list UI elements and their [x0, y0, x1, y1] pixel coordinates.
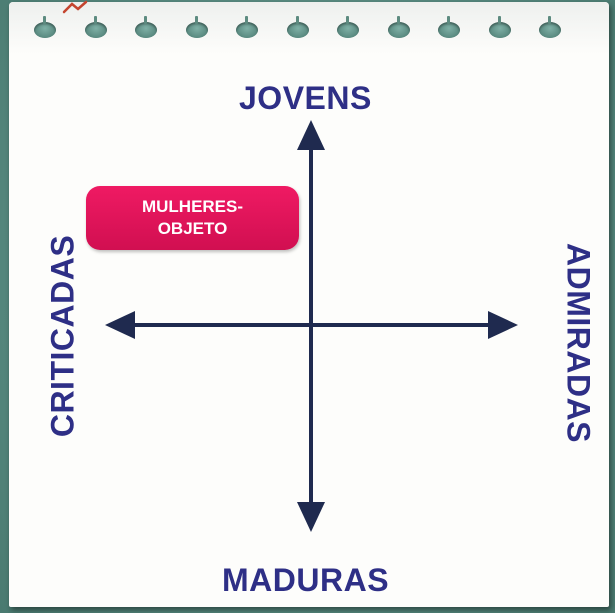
binder-hole — [488, 16, 511, 38]
binder-hole — [84, 16, 107, 38]
category-tag: MULHERES-OBJETO — [86, 186, 299, 250]
red-scribble-mark — [62, 0, 88, 14]
arrow-up-icon — [297, 120, 325, 150]
binder-hole — [438, 16, 460, 38]
binder-hole — [236, 16, 258, 38]
binder-hole — [34, 16, 56, 38]
binder-hole — [387, 16, 410, 38]
arrow-down-icon — [297, 502, 325, 532]
binder-hole — [337, 16, 359, 38]
category-tag-label: MULHERES-OBJETO — [141, 197, 244, 238]
arrow-left-icon — [105, 311, 135, 339]
axis-label-right: ADMIRADAS — [560, 242, 597, 444]
arrow-right-icon — [488, 311, 518, 339]
axis-label-left: CRITICADAS — [44, 234, 81, 438]
binder-hole — [135, 16, 157, 38]
binder-hole — [286, 16, 309, 38]
axis-label-bottom: MADURAS — [222, 562, 390, 598]
axis-label-top: JOVENS — [239, 80, 372, 116]
binder-hole — [185, 16, 208, 38]
binder-hole — [539, 16, 561, 38]
